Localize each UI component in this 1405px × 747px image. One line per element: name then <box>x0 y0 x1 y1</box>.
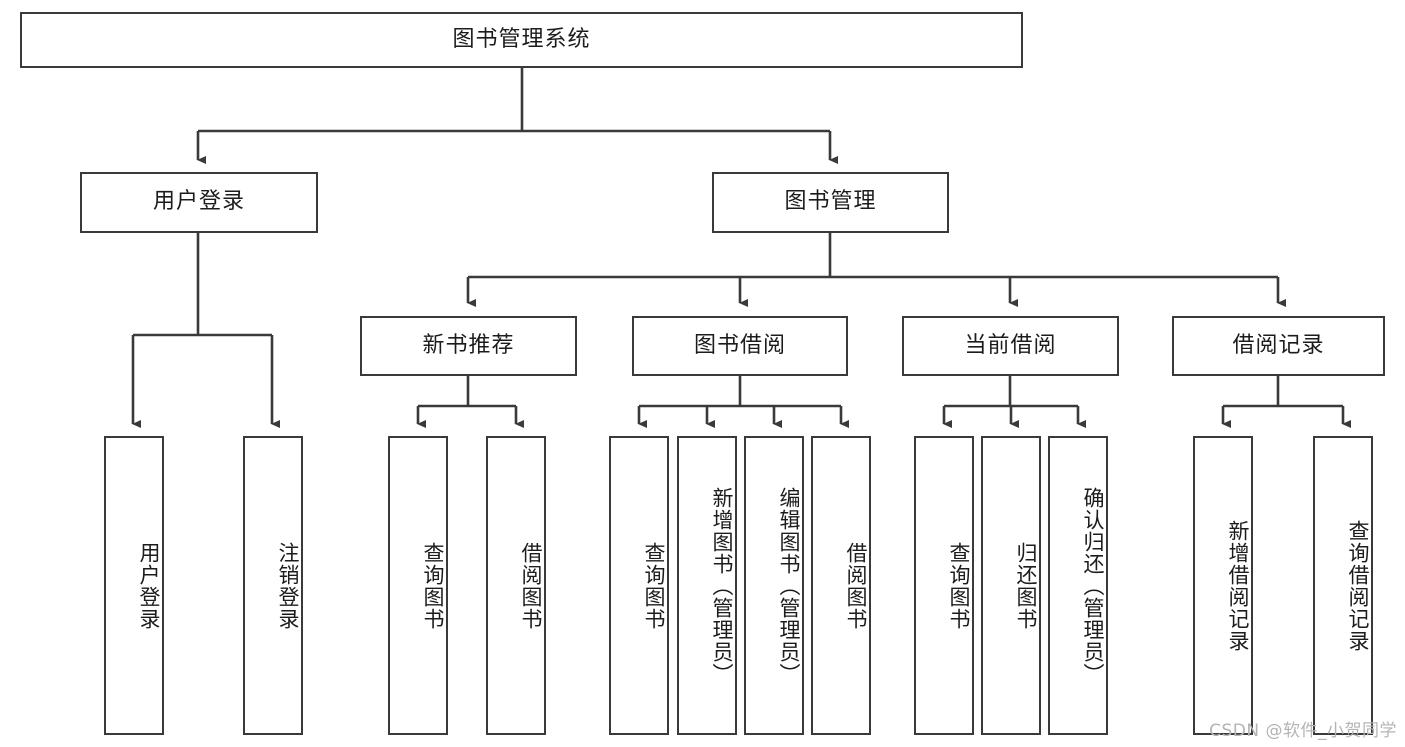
node-leaf-borrow-search-label: 查询图书 <box>642 541 666 630</box>
watermark: CSDN @软件_小贺同学 <box>1209 721 1397 741</box>
node-user-login[interactable]: 用户登录 <box>80 172 318 233</box>
node-leaf-user-login-label: 用户登录 <box>137 541 161 630</box>
node-borrow-record[interactable]: 借阅记录 <box>1172 316 1385 376</box>
node-leaf-borrow-edit[interactable]: 编辑图书（管理员） <box>744 436 804 735</box>
node-book-management-label: 图书管理 <box>784 189 877 215</box>
node-leaf-newbook-search-label: 查询图书 <box>421 541 445 630</box>
node-book-borrow[interactable]: 图书借阅 <box>632 316 848 376</box>
node-leaf-record-add-label: 新增借阅记录 <box>1226 519 1250 652</box>
node-book-borrow-label: 图书借阅 <box>693 332 786 358</box>
node-leaf-record-add[interactable]: 新增借阅记录 <box>1193 436 1253 735</box>
node-leaf-current-confirm-label: 确认归还（管理员） <box>1081 486 1105 685</box>
node-book-management[interactable]: 图书管理 <box>712 172 949 233</box>
node-leaf-newbook-borrow[interactable]: 借阅图书 <box>486 436 546 735</box>
node-leaf-user-login[interactable]: 用户登录 <box>104 436 164 735</box>
node-leaf-newbook-borrow-label: 借阅图书 <box>519 541 543 630</box>
node-leaf-borrow-do[interactable]: 借阅图书 <box>811 436 871 735</box>
node-leaf-current-return-label: 归还图书 <box>1014 541 1038 630</box>
node-leaf-current-search-label: 查询图书 <box>947 541 971 630</box>
node-leaf-borrow-edit-label: 编辑图书（管理员） <box>777 486 801 685</box>
node-current-borrow[interactable]: 当前借阅 <box>902 316 1119 376</box>
node-root[interactable]: 图书管理系统 <box>20 12 1023 68</box>
node-leaf-borrow-add[interactable]: 新增图书（管理员） <box>677 436 737 735</box>
node-leaf-borrow-do-label: 借阅图书 <box>844 541 868 630</box>
node-leaf-logout-label: 注销登录 <box>276 541 300 630</box>
node-leaf-borrow-add-label: 新增图书（管理员） <box>710 486 734 685</box>
node-new-book-recommend-label: 新书推荐 <box>422 332 515 358</box>
node-current-borrow-label: 当前借阅 <box>964 332 1057 358</box>
node-user-login-label: 用户登录 <box>152 189 245 215</box>
node-leaf-record-search[interactable]: 查询借阅记录 <box>1313 436 1373 735</box>
node-leaf-logout[interactable]: 注销登录 <box>243 436 303 735</box>
node-new-book-recommend[interactable]: 新书推荐 <box>360 316 577 376</box>
node-leaf-borrow-search[interactable]: 查询图书 <box>609 436 669 735</box>
node-leaf-current-return[interactable]: 归还图书 <box>981 436 1041 735</box>
node-borrow-record-label: 借阅记录 <box>1232 332 1325 358</box>
node-leaf-newbook-search[interactable]: 查询图书 <box>388 436 448 735</box>
node-leaf-current-confirm[interactable]: 确认归还（管理员） <box>1048 436 1108 735</box>
node-leaf-current-search[interactable]: 查询图书 <box>914 436 974 735</box>
node-root-label: 图书管理系统 <box>452 26 591 52</box>
node-leaf-record-search-label: 查询借阅记录 <box>1346 519 1370 652</box>
